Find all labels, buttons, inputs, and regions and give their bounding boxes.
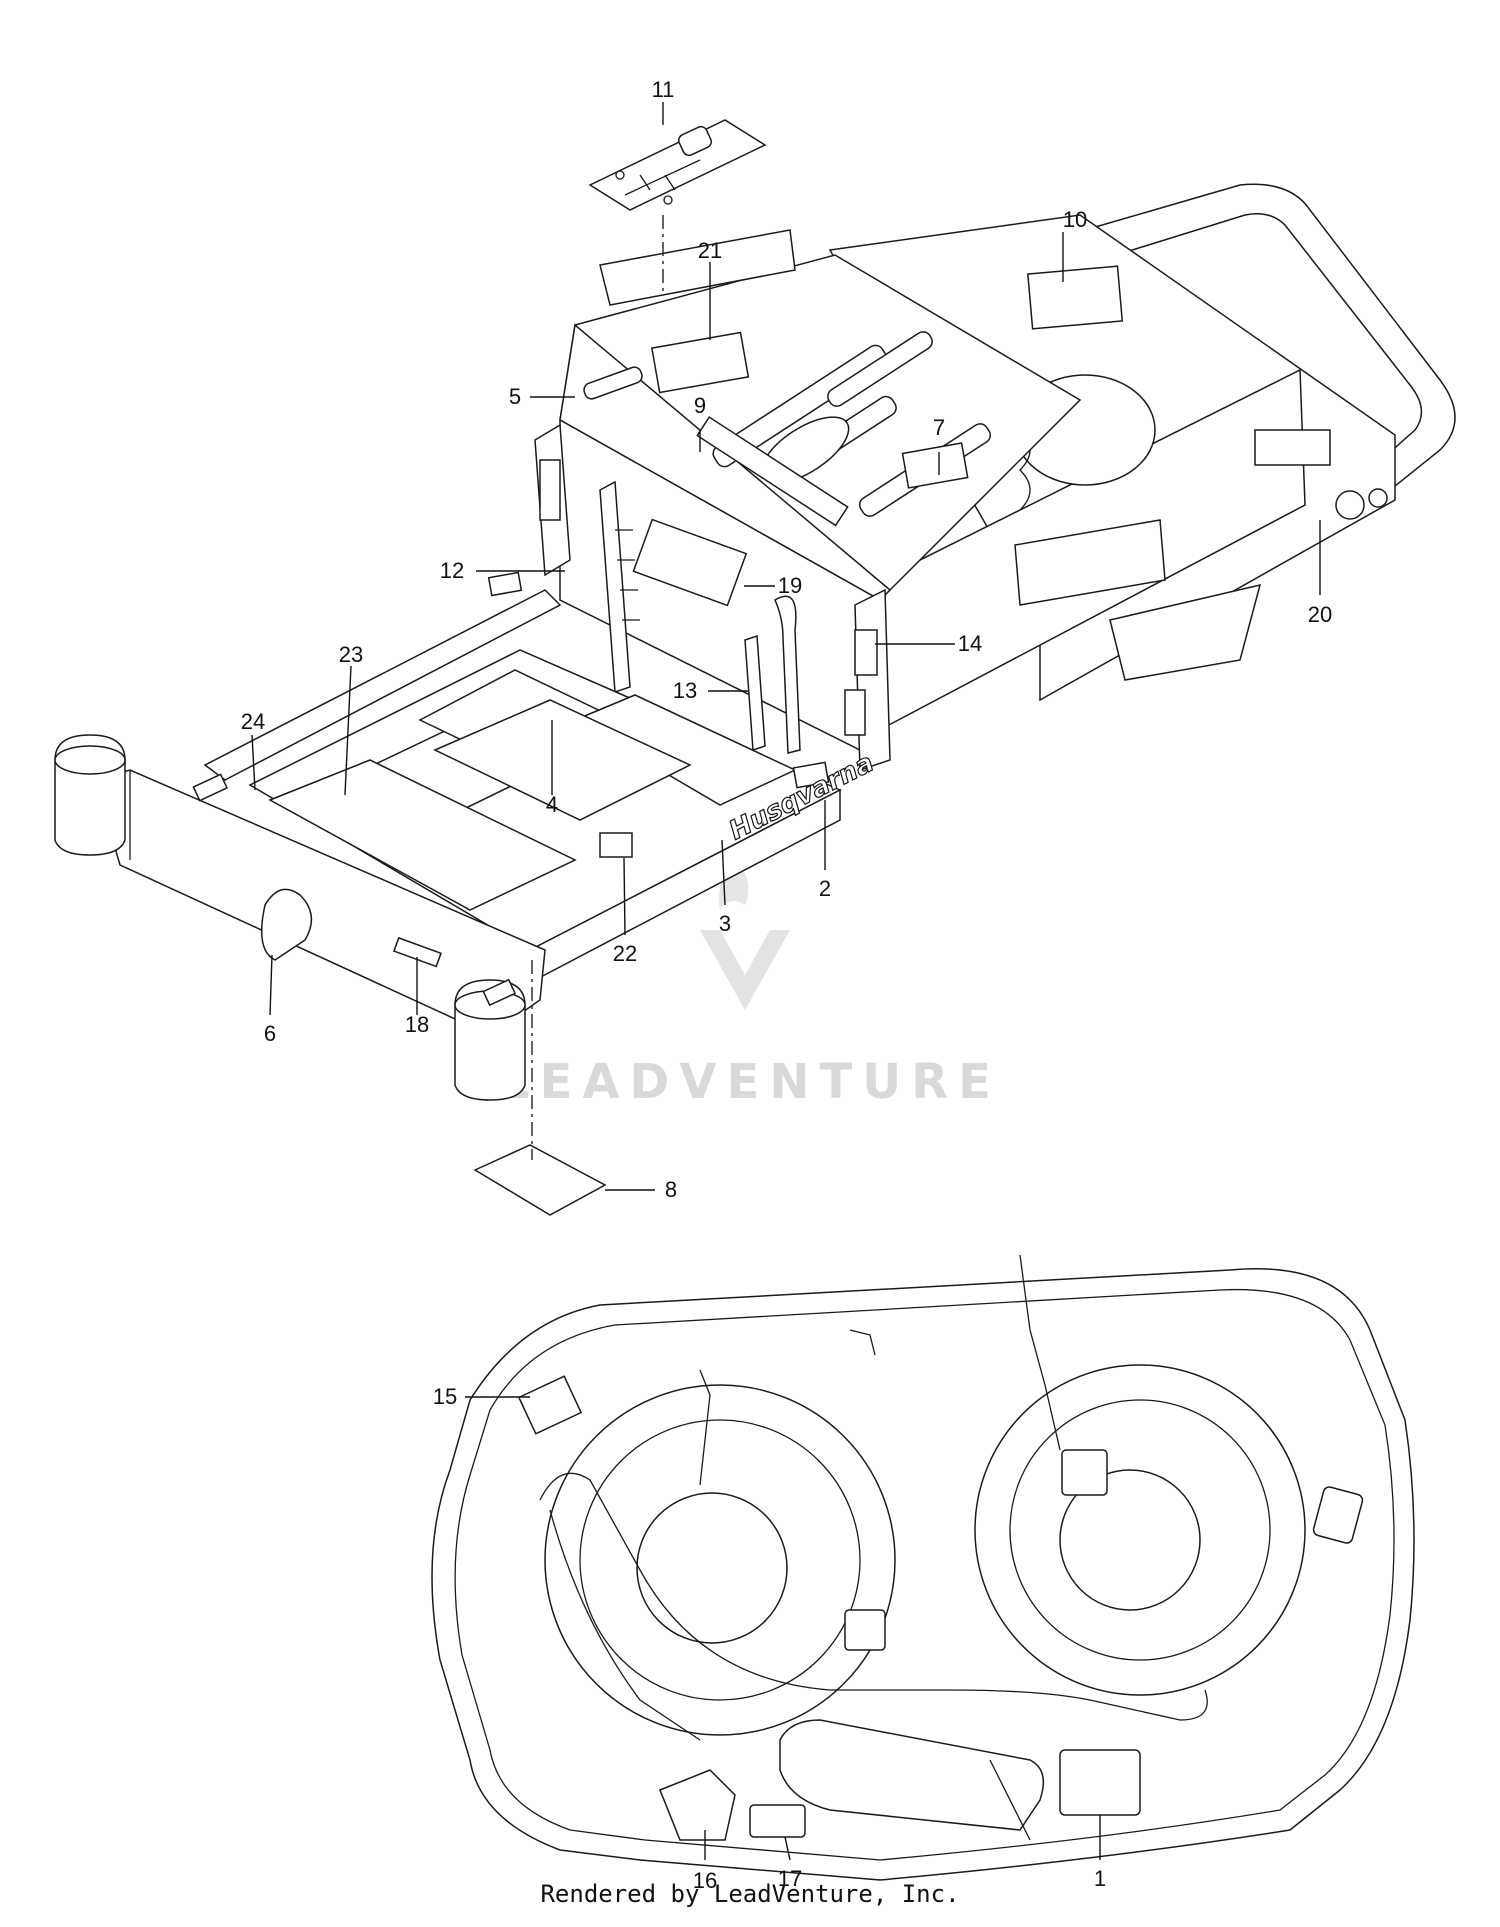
callout-3: 3 (719, 911, 731, 936)
callout-1: 1 (1094, 1866, 1106, 1891)
callout-19: 19 (778, 573, 802, 598)
callout-leaders (251, 102, 1321, 1861)
callout-6: 6 (264, 1021, 276, 1046)
callout-22: 22 (613, 941, 637, 966)
callout-17: 17 (778, 1866, 802, 1891)
callout-9: 9 (694, 393, 706, 418)
frame-assembly: Husqvarna (54, 119, 1456, 1216)
callout-8: 8 (665, 1177, 677, 1202)
callout-2: 2 (819, 876, 831, 901)
callout-labels: 1 2 3 4 5 6 7 8 9 10 11 12 13 14 15 16 1… (241, 77, 1332, 1893)
watermark: LEADVENTURE (499, 860, 1001, 1110)
footer-credit: Rendered by LeadVenture, Inc. (540, 1880, 960, 1908)
callout-16: 16 (693, 1868, 717, 1893)
callout-24: 24 (241, 709, 265, 734)
callout-13: 13 (673, 678, 697, 703)
mower-deck (431, 1254, 1415, 1881)
callout-14: 14 (958, 631, 982, 656)
callout-23: 23 (339, 642, 363, 667)
callout-18: 18 (405, 1012, 429, 1037)
callout-7: 7 (933, 415, 945, 440)
callout-5: 5 (509, 384, 521, 409)
assembly-lines (531, 215, 664, 1160)
callout-21: 21 (698, 238, 722, 263)
callout-12: 12 (440, 558, 464, 583)
callout-20: 20 (1308, 602, 1332, 627)
watermark-text: LEADVENTURE (499, 1054, 1001, 1110)
callout-10: 10 (1063, 207, 1087, 232)
callout-15: 15 (433, 1384, 457, 1409)
callout-11: 11 (652, 77, 675, 102)
callout-4: 4 (546, 792, 558, 817)
